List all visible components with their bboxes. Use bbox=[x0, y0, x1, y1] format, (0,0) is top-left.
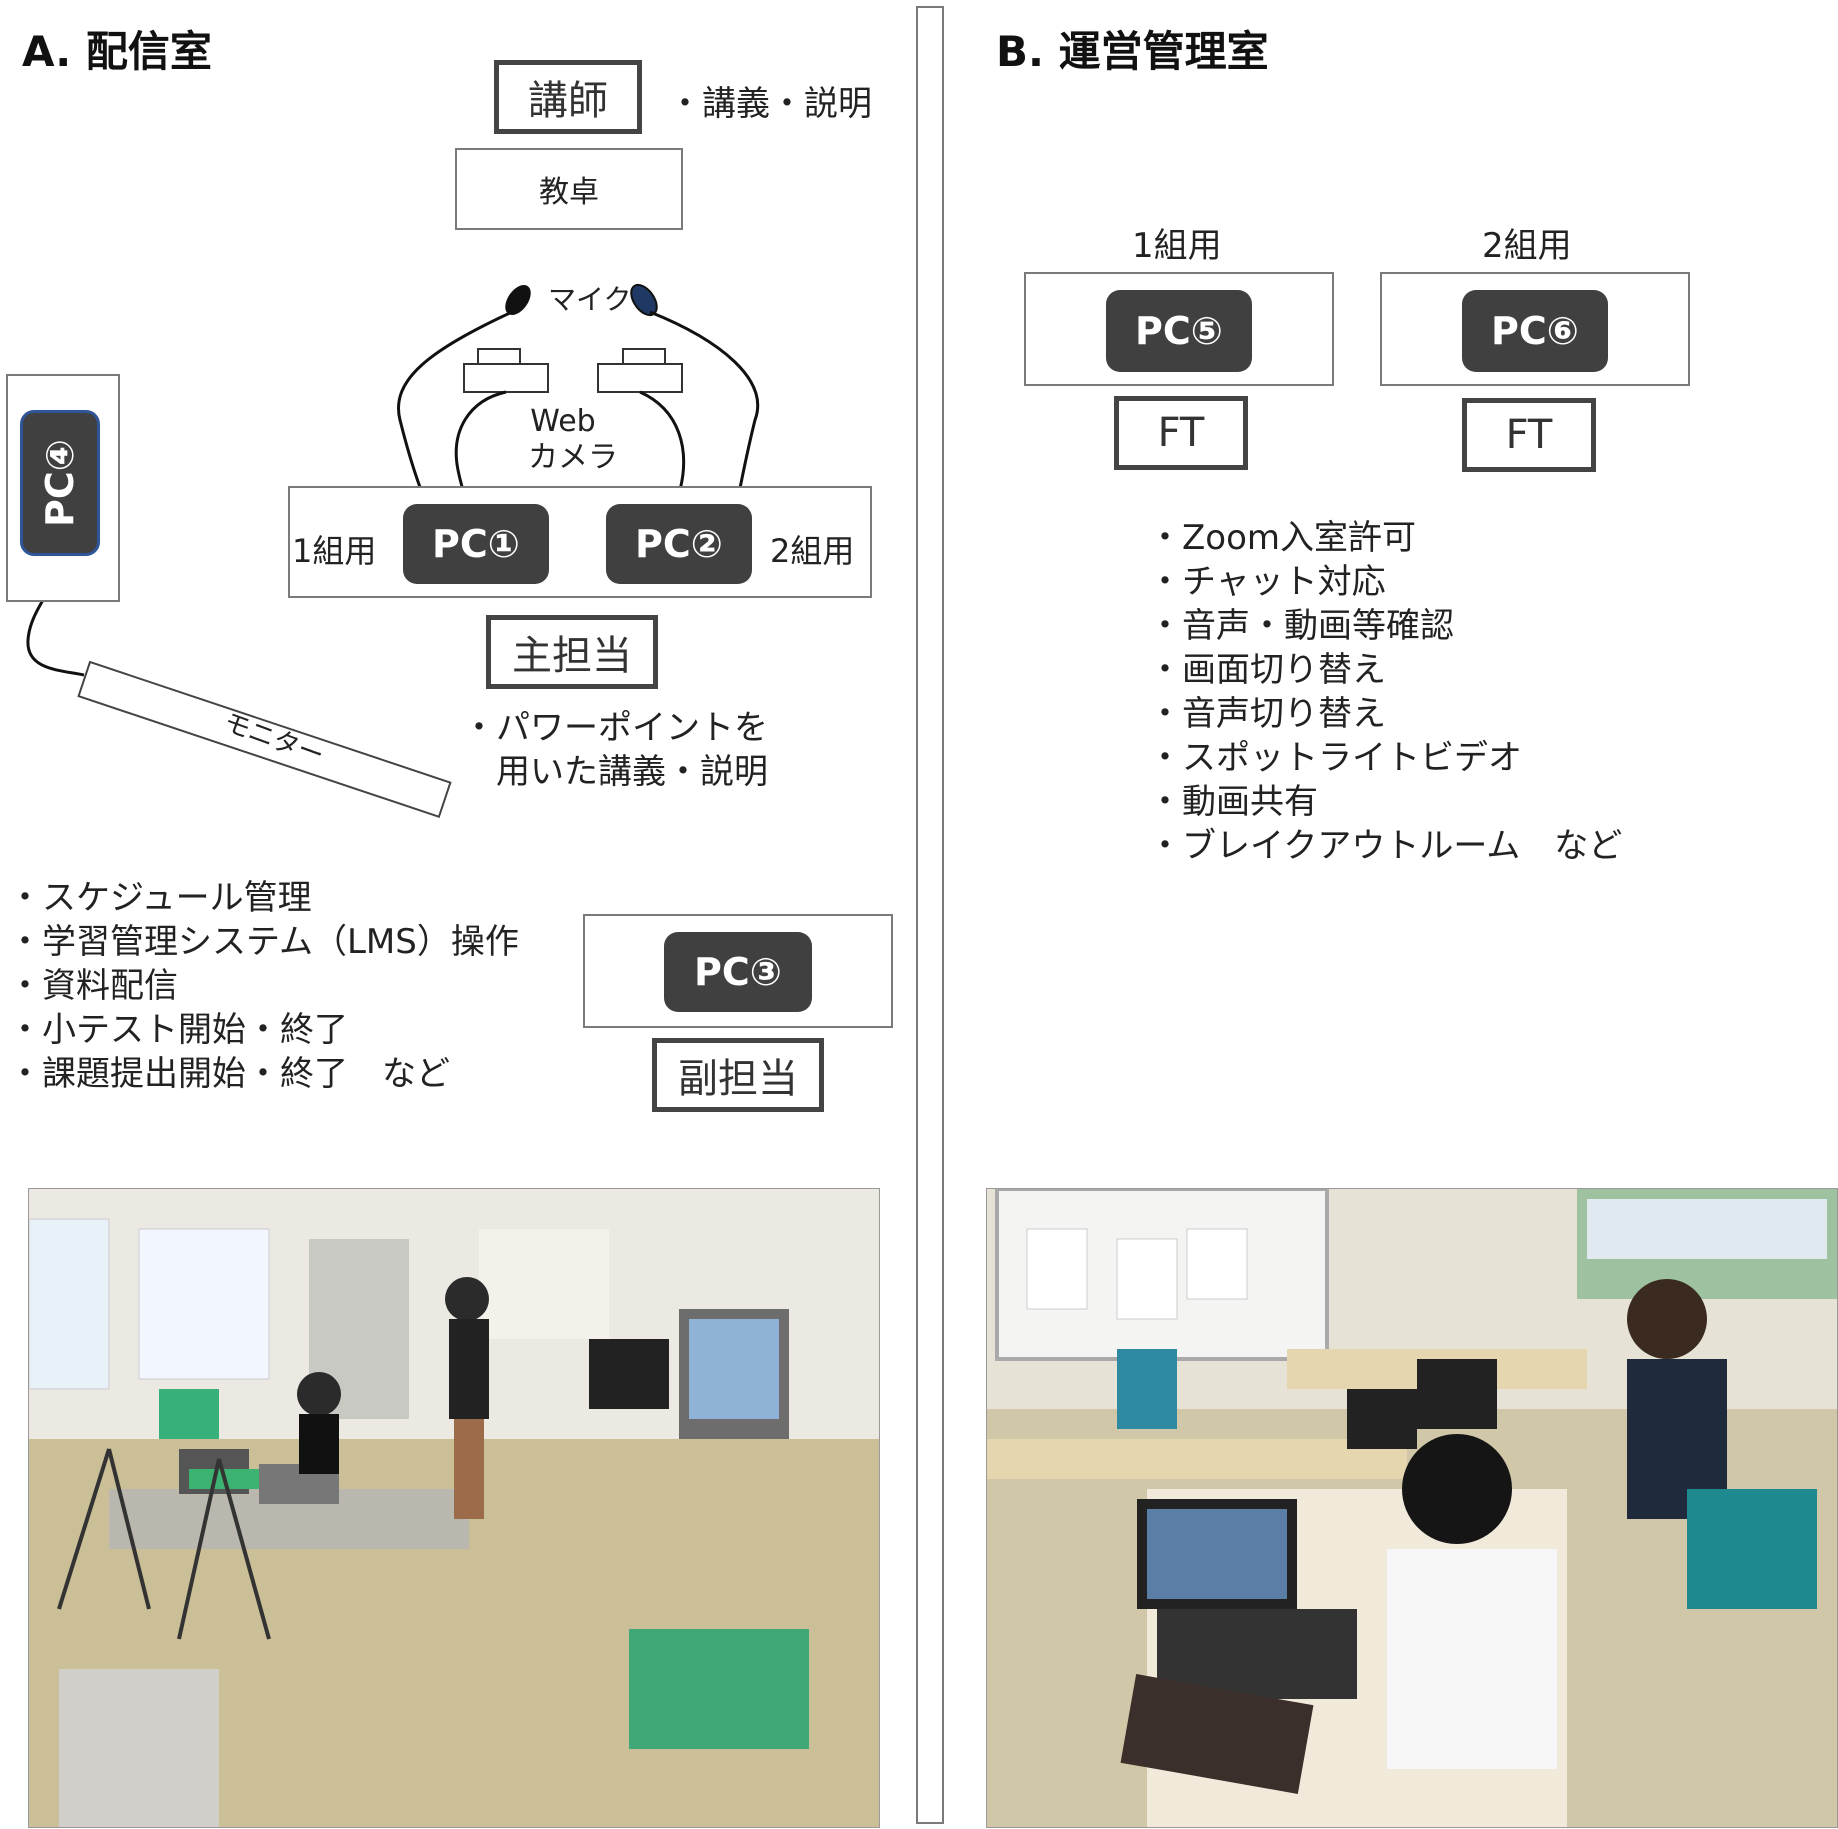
section-b-title: B. 運営管理室 bbox=[996, 27, 1269, 76]
ops-note-line: ・音声切り替え bbox=[1148, 694, 1386, 734]
ft2-box: FT bbox=[1462, 398, 1596, 472]
mic-left-icon bbox=[505, 284, 531, 316]
teacher-desk: 教卓 bbox=[455, 148, 683, 230]
pc3-box: PC③ bbox=[664, 932, 812, 1012]
section-divider bbox=[916, 6, 944, 1824]
ops-note-line: ・ブレイクアウトルーム など bbox=[1148, 826, 1623, 866]
ops-note-line: ・チャット対応 bbox=[1148, 562, 1386, 602]
webcam-label-line2: カメラ bbox=[528, 440, 618, 475]
main-note-line: 用いた講義・説明 bbox=[462, 752, 768, 792]
presenter-table bbox=[288, 486, 872, 598]
monitor-icon bbox=[77, 660, 452, 818]
webcam-left-top bbox=[477, 348, 521, 366]
photo-broadcast-room bbox=[28, 1188, 880, 1828]
mic-label: マイク bbox=[548, 283, 632, 316]
section-a-title: A. 配信室 bbox=[22, 27, 212, 76]
sub-note-line: ・小テスト開始・終了 bbox=[8, 1010, 348, 1050]
pc1-box: PC① bbox=[403, 504, 549, 584]
ops-note-line: ・音声・動画等確認 bbox=[1148, 606, 1454, 646]
photo-operations-room bbox=[986, 1188, 1838, 1828]
photo-broadcast-room-image bbox=[29, 1189, 879, 1827]
main-staff-box: 主担当 bbox=[486, 615, 658, 689]
ops-note-line: ・画面切り替え bbox=[1148, 650, 1386, 690]
sub-note-line: ・課題提出開始・終了 など bbox=[8, 1054, 450, 1094]
sub-note-line: ・資料配信 bbox=[8, 966, 178, 1006]
group2-label-b: 2組用 bbox=[1482, 226, 1572, 266]
webcam-right-top bbox=[622, 348, 666, 366]
pc6-box: PC⑥ bbox=[1462, 290, 1608, 372]
sub-note-line: ・スケジュール管理 bbox=[8, 878, 312, 918]
pc5-box: PC⑤ bbox=[1106, 290, 1252, 372]
webcam-label-line1: Web bbox=[530, 404, 596, 439]
sub-staff-box: 副担当 bbox=[652, 1038, 824, 1112]
group2-label-a: 2組用 bbox=[770, 532, 855, 570]
ft1-box: FT bbox=[1114, 396, 1248, 470]
pc2-box: PC② bbox=[606, 504, 752, 584]
instructor-box: 講師 bbox=[494, 60, 642, 134]
webcam-label: Web カメラ bbox=[528, 404, 618, 476]
webcam-left-icon bbox=[463, 363, 549, 393]
sub-staff-notes: ・スケジュール管理 ・学習管理システム（LMS）操作 ・資料配信 ・小テスト開始… bbox=[8, 876, 519, 1096]
operations-notes: ・Zoom入室許可 ・チャット対応 ・音声・動画等確認 ・画面切り替え ・音声切… bbox=[1148, 516, 1622, 868]
main-staff-notes: ・パワーポイントを 用いた講義・説明 bbox=[462, 706, 768, 794]
ops-note-line: ・動画共有 bbox=[1148, 782, 1318, 822]
ops-note-line: ・スポットライトビデオ bbox=[1148, 738, 1522, 778]
photo-operations-room-image bbox=[987, 1189, 1837, 1827]
instructor-note: ・講義・説明 bbox=[668, 84, 872, 124]
group1-label-a: 1組用 bbox=[292, 532, 377, 570]
pc4-box: PC④ bbox=[20, 410, 100, 556]
webcam-right-icon bbox=[597, 363, 683, 393]
sub-note-line: ・学習管理システム（LMS）操作 bbox=[8, 922, 519, 962]
ops-note-line: ・Zoom入室許可 bbox=[1148, 518, 1417, 558]
group1-label-b: 1組用 bbox=[1132, 226, 1222, 266]
pc4-label: PC④ bbox=[38, 439, 83, 527]
main-note-line: ・パワーポイントを bbox=[462, 708, 768, 748]
